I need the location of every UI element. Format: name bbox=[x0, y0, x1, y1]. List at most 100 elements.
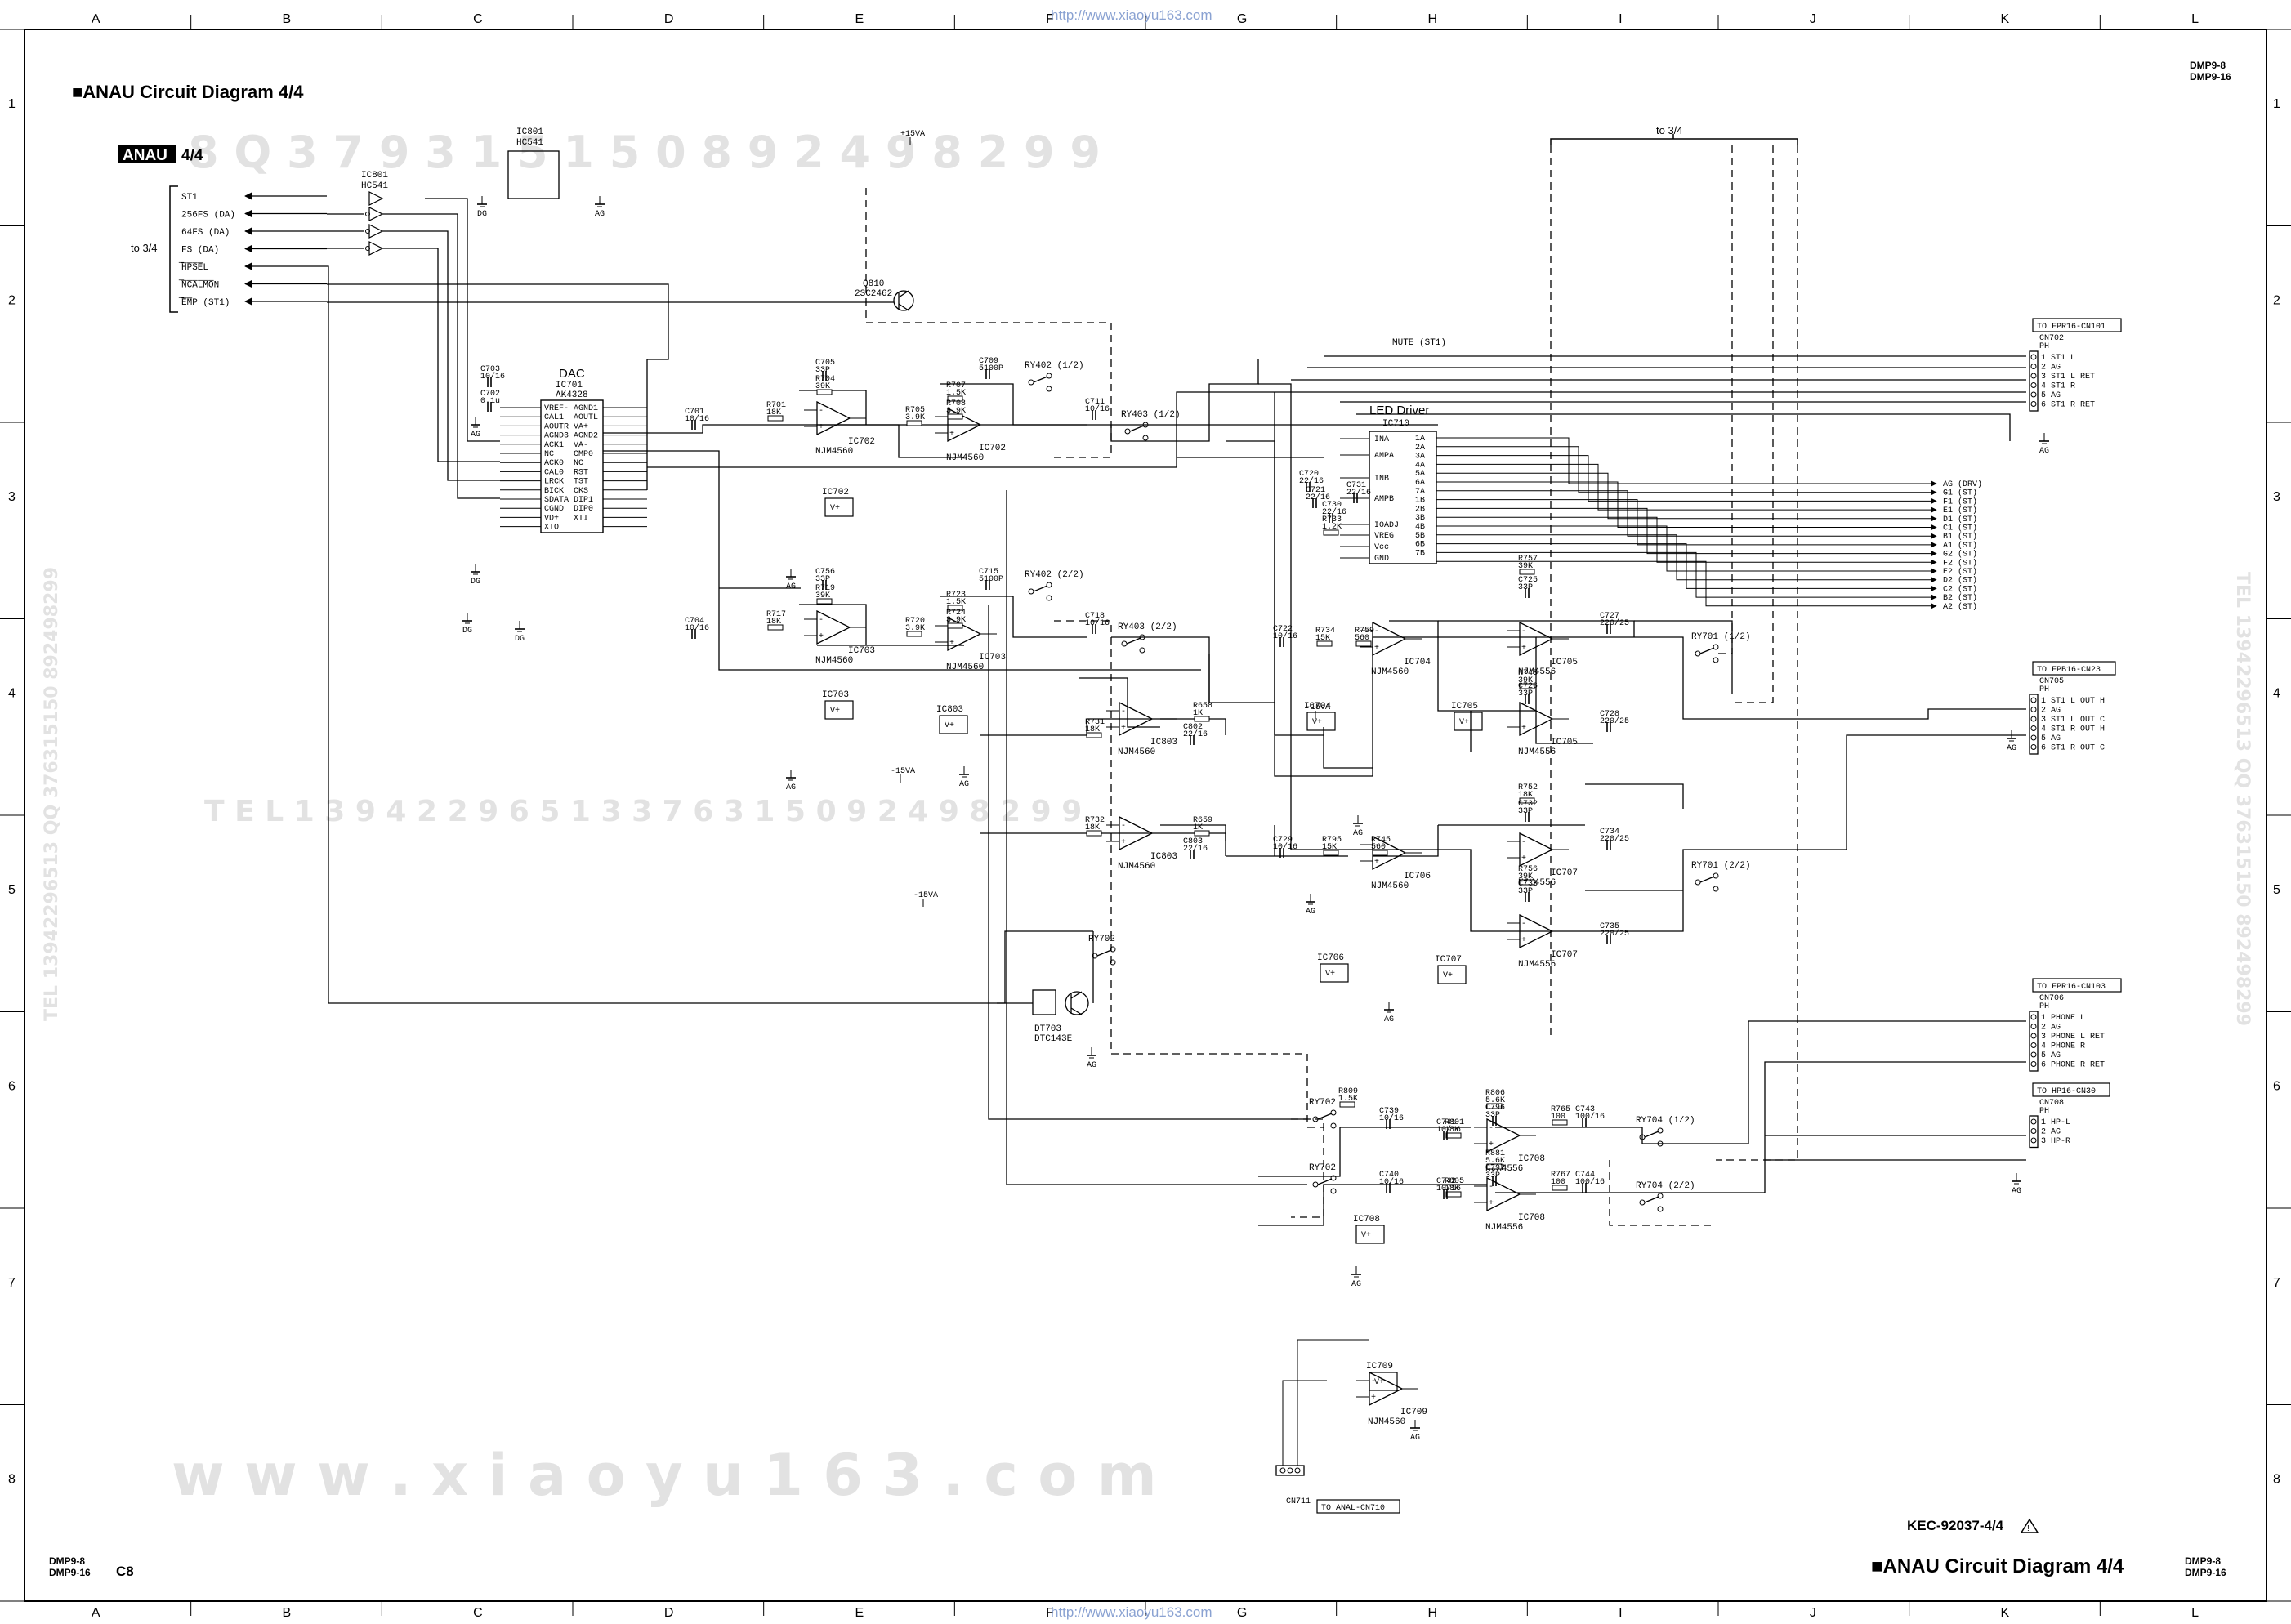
part-ref: C733 bbox=[1518, 880, 1538, 889]
wire bbox=[425, 213, 500, 499]
connector-pin-label: 6 PHONE R RET bbox=[2041, 1061, 2105, 1070]
relay-ry403-1-2: RY403 (1/2) bbox=[1121, 410, 1181, 441]
dashed-control-wire bbox=[1716, 145, 1733, 654]
connector-pin-label: 1 ST1 L bbox=[2041, 354, 2075, 363]
transistor-dt703 bbox=[1032, 989, 1089, 1015]
opamp-triangle bbox=[1372, 621, 1407, 657]
grid-col-top-i: I bbox=[1619, 12, 1622, 26]
gnd-label: AG bbox=[1351, 1280, 1361, 1289]
dac-pin-right-agnd2: AGND2 bbox=[574, 432, 598, 441]
opamp-plus: + bbox=[1121, 838, 1126, 847]
opamp-part: NJM4556 bbox=[1518, 960, 1556, 970]
led-output-g1-st: G1 (ST) bbox=[1943, 489, 1977, 498]
dac-pin-right-aoutl: AOUTL bbox=[574, 413, 598, 422]
led-output-wire bbox=[1436, 455, 1937, 504]
led-pin-left-ioadj: IOADJ bbox=[1374, 521, 1399, 530]
led-output-wire bbox=[1436, 472, 1937, 522]
power-symbol-ag: AG bbox=[2012, 1173, 2021, 1196]
wire bbox=[1642, 1061, 2026, 1193]
part-ref: R767 bbox=[1551, 1171, 1570, 1180]
resistor-body bbox=[947, 395, 963, 402]
connector-pin bbox=[2030, 734, 2037, 741]
dac-pin-left-ack1: ACK1 bbox=[544, 441, 564, 450]
ic-stub-label: IC704 bbox=[1304, 702, 1331, 712]
part-value: 1.2K bbox=[1322, 523, 1342, 532]
opamp-name: IC803 bbox=[1150, 852, 1177, 862]
part-value: 18K bbox=[1445, 1126, 1459, 1135]
opamp-part: NJM4560 bbox=[946, 453, 984, 463]
pwr-label: -15VA bbox=[891, 767, 915, 776]
relay-contact bbox=[1110, 946, 1116, 953]
part-value: 10/16 bbox=[480, 372, 505, 381]
part-ref: R756 bbox=[1518, 865, 1538, 874]
dt703-part: DTC143E bbox=[1034, 1034, 1073, 1044]
led-pin-left-gnd: GND bbox=[1374, 555, 1389, 564]
grid-row-left-6: 6 bbox=[8, 1080, 16, 1094]
opamp-plus: + bbox=[949, 639, 954, 648]
part-ref: C701 bbox=[685, 408, 704, 417]
wire bbox=[940, 596, 1087, 638]
dashed-control-wire bbox=[1609, 1160, 1716, 1226]
relay-contact bbox=[1330, 1188, 1337, 1194]
part-value: 33P bbox=[1485, 1111, 1500, 1120]
part-ref: C725 bbox=[1518, 576, 1538, 585]
connector-pin bbox=[2030, 391, 2037, 398]
part-value: 3.9K bbox=[946, 616, 966, 625]
opamp-minus: - bbox=[1521, 707, 1526, 716]
gnd-label: AG bbox=[2012, 1187, 2021, 1196]
part-ref: C731 bbox=[1346, 481, 1366, 490]
ic-stub-box bbox=[939, 715, 968, 734]
part-ref: R705 bbox=[905, 406, 925, 415]
part-value: 18K bbox=[766, 618, 781, 627]
relay-arm bbox=[1644, 1196, 1659, 1203]
led-pin-left-vcc: Vcc bbox=[1374, 543, 1389, 552]
connector-tag: TO HP16-CN30 bbox=[2037, 1087, 2096, 1096]
opamp-triangle bbox=[947, 407, 982, 443]
grid-col-top-e: E bbox=[855, 12, 864, 26]
wire bbox=[799, 604, 867, 645]
relay-ry402-1-2: RY402 (1/2) bbox=[1025, 361, 1084, 392]
part-value: 100 bbox=[1551, 1178, 1565, 1187]
dac-pin-left-nc: NC bbox=[544, 450, 554, 459]
connector-body bbox=[2029, 350, 2039, 412]
led-title: LED Driver bbox=[1369, 404, 1429, 417]
part-ref: R801 bbox=[1445, 1118, 1464, 1127]
part-ref: C726 bbox=[1518, 682, 1538, 691]
anau-tag: ANAU 4/4 bbox=[118, 145, 203, 164]
connector-tag: TO ANAL-CN710 bbox=[1321, 1504, 1385, 1513]
ic-stub-label: IC707 bbox=[1435, 955, 1462, 965]
wire bbox=[425, 248, 500, 462]
relay-label: RY704 (2/2) bbox=[1636, 1181, 1695, 1191]
power-symbol-ag: AG bbox=[1353, 815, 1363, 838]
connector-tag: TO FPB16-CN23 bbox=[2037, 666, 2101, 675]
wire bbox=[1258, 1127, 1471, 1177]
grid-row-left-5: 5 bbox=[8, 883, 16, 897]
buffer-gate bbox=[368, 207, 384, 221]
connector-tag-box bbox=[2032, 978, 2122, 993]
part-ref: C744 bbox=[1575, 1171, 1595, 1180]
part-value: 18K bbox=[1445, 1185, 1459, 1193]
opamp-name: IC702 bbox=[979, 444, 1006, 453]
wire bbox=[1757, 734, 2026, 850]
part-ref: R708 bbox=[946, 399, 966, 408]
grid-col-top-k: K bbox=[2001, 12, 2010, 26]
part-ref: C732 bbox=[1518, 800, 1538, 809]
left-input-bracket bbox=[169, 185, 178, 313]
dac-pin-left-lrck: LRCK bbox=[544, 478, 564, 487]
led-output-wire bbox=[1436, 446, 1937, 496]
watermark-tel: T E L 1 3 9 4 2 2 9 6 5 1 3 3 7 6 3 1 5 … bbox=[204, 795, 1082, 828]
ic-stub-box bbox=[1454, 712, 1483, 731]
power-symbol-ag: AG bbox=[471, 417, 480, 439]
relay-contact bbox=[1330, 1175, 1337, 1181]
led-pin-right-5a: 5A bbox=[1415, 470, 1425, 479]
